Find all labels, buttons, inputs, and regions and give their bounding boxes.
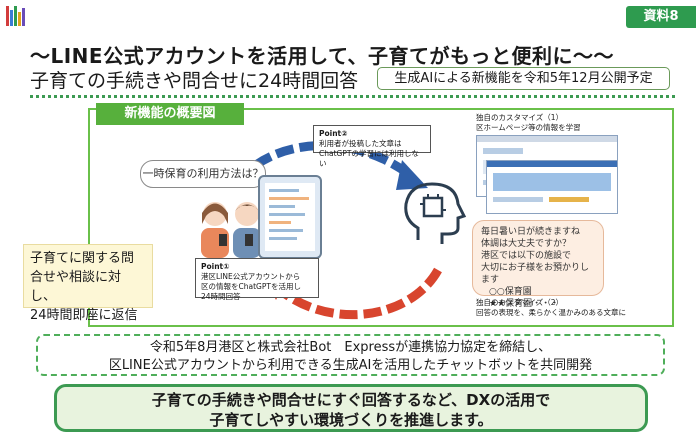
note-line: 合せや相談に対し、	[30, 270, 122, 304]
document-badge: 資料8	[626, 6, 696, 28]
point1-line: 24時間回答	[201, 292, 241, 301]
point1-line: 区の情報をChatGPTを活用し	[201, 282, 301, 291]
question-bubble: 一時保育の利用方法は？	[140, 160, 266, 188]
custom1-caption: 独自のカスタマイズ（1） 区ホームページ等の情報を学習	[476, 113, 581, 133]
partnership-line: 令和5年8月港区と株式会社Bot Expressが連携協力協定を締結し、	[149, 340, 552, 355]
ai-brain-icon	[404, 182, 467, 244]
reply-line: ★★保育園・・・	[489, 299, 560, 309]
custom2-line: 独自のカスタマイズ（2）	[476, 298, 564, 307]
partnership-note: 令和5年8月港区と株式会社Bot Expressが連携協力協定を締結し、 区LI…	[36, 334, 665, 376]
overview-tag: 新機能の概要図	[96, 103, 244, 125]
note-line: 24時間即座に返信	[30, 308, 138, 323]
point1-line: 港区LINE公式アカウントから	[201, 272, 301, 281]
reply-line: 大切にお子様をお預かりします	[481, 263, 590, 285]
website-screenshot	[486, 160, 618, 214]
point2-line: 利用者が投稿した文章は	[319, 139, 402, 148]
reply-line: 毎日暑い日が続きますね	[481, 227, 581, 237]
custom1-line: 区ホームページ等の情報を学習	[476, 123, 581, 132]
reply-line: ○○保育園	[489, 287, 532, 297]
goal-line: 子育ての手続きや問合せにすぐ回答するなど、DXの活用で	[151, 391, 551, 409]
page-subtitle: 子育ての手続きや問合せに24時間回答	[30, 70, 359, 92]
logo	[6, 4, 28, 26]
ai-reply-bubble: 毎日暑い日が続きますね 体調は大丈夫ですか？ 港区では以下の施設で 大切にお子様…	[472, 220, 604, 309]
divider	[30, 95, 675, 98]
custom2-line: 回答の表現を、柔らかく温かみのある文章に	[476, 308, 626, 317]
reply-line: 港区では以下の施設で	[481, 251, 572, 261]
dx-goal-banner: 子育ての手続きや問合せにすぐ回答するなど、DXの活用で 子育てしやすい環境づくり…	[54, 384, 648, 432]
release-announcement: 生成AIによる新機能を令和5年12月公開予定	[377, 67, 670, 90]
service-summary-note: 子育てに関する問 合せや相談に対し、 24時間即座に返信	[23, 244, 153, 323]
tablet-illustration	[258, 175, 322, 259]
point1-label: Point①	[201, 262, 230, 271]
point1-box: Point① 港区LINE公式アカウントから 区の情報をChatGPTを活用し …	[195, 258, 319, 301]
point2-label: Point②	[319, 129, 348, 138]
custom2-caption: 独自のカスタマイズ（2） 回答の表現を、柔らかく温かみのある文章に	[476, 298, 626, 318]
family-illustration	[201, 202, 261, 258]
goal-line: 子育てしやすい環境づくりを推進します。	[209, 411, 493, 429]
page-title: ～LINE公式アカウントを活用して、子育てがもっと便利に～～	[30, 44, 614, 68]
partnership-line: 区LINE公式アカウントから利用できる生成AIを活用したチャットボットを共同開発	[108, 358, 593, 373]
point2-box: Point② 利用者が投稿した文章は ChatGPTの学習には利用しない	[313, 125, 431, 168]
custom1-line: 独自のカスタマイズ（1）	[476, 113, 564, 122]
point2-line: ChatGPTの学習には利用しない	[319, 149, 419, 168]
reply-line: 体調は大丈夫ですか？	[481, 239, 572, 249]
note-line: 子育てに関する問	[30, 251, 135, 266]
